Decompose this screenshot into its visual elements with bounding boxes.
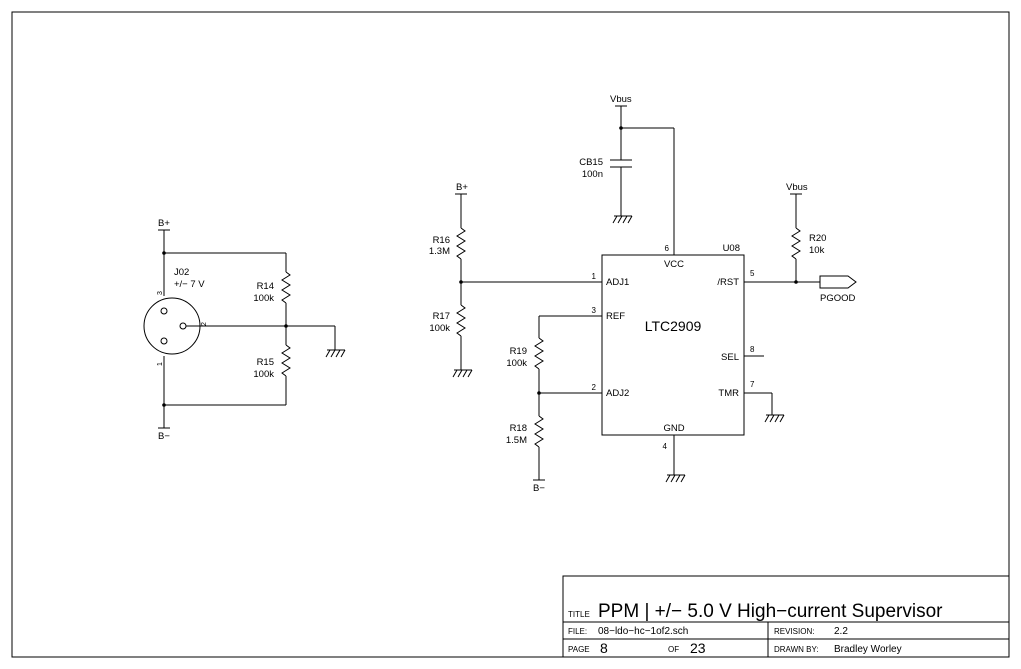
pin-num-ref: 3 (592, 306, 597, 315)
vcc-decoupling: Vbus CB15 100n (579, 94, 675, 255)
connector-body (143, 297, 201, 355)
ground-symbol (665, 474, 686, 483)
pin-name-tmr: TMR (718, 388, 739, 399)
of-label: OF (668, 645, 679, 654)
connector-pin-1: 1 (157, 362, 164, 366)
ground-symbol (325, 349, 346, 358)
resistor-r16 (456, 227, 466, 260)
net-label-vbus-2: Vbus (786, 182, 808, 193)
r19-ref: R19 (510, 346, 527, 357)
page-total: 23 (690, 640, 706, 656)
ground-symbol (612, 215, 633, 224)
ic-ref: U08 (723, 243, 740, 254)
pin-name-vcc: VCC (664, 259, 684, 270)
ground-symbol (764, 414, 785, 423)
page-number: 8 (600, 640, 608, 656)
r17-ref: R17 (433, 311, 450, 322)
file-label: FILE: (568, 627, 587, 636)
net-label-b-plus: B+ (158, 218, 170, 229)
r16-ref: R16 (433, 235, 450, 246)
pin-num-vcc: 6 (665, 244, 670, 253)
r20-ref: R20 (809, 233, 826, 244)
resistor-r18 (534, 415, 544, 448)
page-label: PAGE (568, 645, 590, 654)
pin-name-sel: SEL (721, 352, 739, 363)
resistor-r19 (534, 337, 544, 370)
ic-u08: U08 LTC2909 VCC 6 ADJ1 1 REF 3 ADJ2 2 GN… (592, 243, 785, 483)
sheet-border (11, 11, 1010, 658)
pin-name-ref: REF (606, 311, 625, 322)
resistor-r17 (456, 304, 466, 337)
net-label-b-plus-2: B+ (456, 182, 468, 193)
r17-value: 100k (429, 323, 450, 334)
resistor-r14 (281, 271, 291, 304)
revision-value: 2.2 (834, 626, 848, 637)
pin-num-gnd: 4 (663, 442, 668, 451)
connector-pin-3: 3 (157, 291, 164, 295)
title-block: TITLE PPM | +/− 5.0 V High−current Super… (562, 575, 1010, 658)
pgood-port (819, 275, 857, 289)
ground-symbol (452, 369, 473, 378)
net-label-vbus: Vbus (610, 94, 632, 105)
sheet-title: PPM | +/− 5.0 V High−current Supervisor (598, 601, 943, 622)
r20-value: 10k (809, 245, 825, 256)
ic-part-name: LTC2909 (645, 318, 702, 334)
resistor-r15 (281, 344, 291, 377)
ic-body (601, 254, 745, 436)
pin-num-rst: 5 (750, 269, 755, 278)
revision-label: REVISION: (774, 627, 814, 636)
r14-value: 100k (253, 293, 274, 304)
r18-value: 1.5M (506, 435, 527, 446)
connector-value: +/− 7 V (174, 279, 205, 290)
connector-divider-circuit: B+ B− 3 2 (143, 218, 346, 442)
pin-name-adj2: ADJ2 (606, 388, 629, 399)
r14-ref: R14 (257, 281, 274, 292)
pin-num-adj1: 1 (592, 272, 597, 281)
net-label-pgood: PGOOD (820, 293, 856, 304)
pin-num-adj2: 2 (592, 383, 597, 392)
r15-value: 100k (253, 369, 274, 380)
file-name: 08−ldo−hc−1of2.sch (598, 626, 688, 637)
pin-num-tmr: 7 (750, 380, 755, 389)
adj2-divider: B− R19 100k R18 1.5M (506, 315, 602, 494)
pin-name-rst: /RST (717, 277, 739, 288)
cb15-value: 100n (582, 169, 603, 180)
net-label-b-minus-2: B− (533, 483, 545, 494)
connector-pin-2: 2 (201, 322, 208, 326)
r15-ref: R15 (257, 357, 274, 368)
reset-output: Vbus PGOOD R20 10k (744, 182, 857, 304)
drawn-by-label: DRAWN BY: (774, 645, 819, 654)
pin-num-sel: 8 (750, 345, 755, 354)
pin-name-gnd: GND (663, 423, 684, 434)
r16-value: 1.3M (429, 246, 450, 257)
r18-ref: R18 (510, 423, 527, 434)
resistor-r20 (791, 227, 801, 260)
net-label-b-minus: B− (158, 431, 170, 442)
connector-ref: J02 (174, 267, 189, 278)
r19-value: 100k (506, 358, 527, 369)
pin-name-adj1: ADJ1 (606, 277, 629, 288)
adj1-divider: B+ R16 1.3M R17 100k (429, 182, 602, 378)
title-label: TITLE (568, 610, 590, 619)
cb15-ref: CB15 (579, 157, 603, 168)
drawn-by-value: Bradley Worley (834, 644, 902, 655)
